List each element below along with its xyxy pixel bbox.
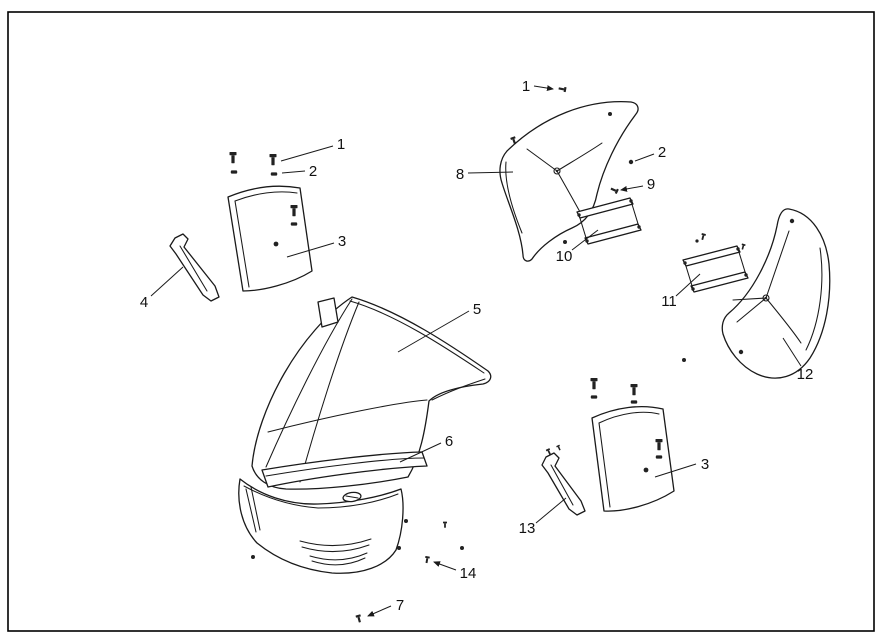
callout-label-3-left: 3 [338,233,346,250]
leader-line-13 [535,497,567,524]
callout-label-11: 11 [661,293,677,310]
washer-icon [655,455,663,459]
bolt-icon [630,384,638,396]
screw-dot-icon [695,239,699,243]
washer-icon [270,172,278,176]
part-lower-mask [238,478,404,574]
screw-dot-icon [397,546,401,550]
part-windshield-panel-left [227,185,313,292]
callout-label-14: 14 [460,565,477,582]
part-side-panel-top-right [499,101,639,262]
screw-icon [558,85,567,93]
screw-dot-icon [628,159,634,165]
leader-line-4 [150,266,184,297]
callout-label-10: 10 [556,248,573,265]
callout-label-13: 13 [519,520,536,537]
screw-icon [740,243,746,250]
callout-label-1-left: 1 [337,136,345,153]
bolt-icon [590,378,598,390]
leader-line-2-right [634,153,655,162]
screw-dot-icon [563,240,567,244]
part-h-bracket-11 [682,245,749,293]
callout-label-4: 4 [140,294,148,311]
bolt-icon [269,154,277,166]
callout-label-2-left: 2 [309,163,317,180]
leader-line-12 [782,337,802,367]
callout-label-7: 7 [396,597,404,614]
leader-line-5 [397,310,470,353]
bolt-icon [229,152,237,164]
screw-icon [443,521,447,528]
screw-dot-icon [682,358,686,362]
leader-line-6 [399,442,442,463]
leader-line-14 [433,561,457,571]
screw-icon [609,186,619,195]
callout-label-6: 6 [445,433,453,450]
callout-label-2-right: 2 [658,144,666,161]
callout-label-12: 12 [797,366,814,383]
washer-icon [630,400,638,404]
part-inner-panel [261,451,428,488]
part-h-bracket-10 [576,197,642,245]
leader-line-9 [620,185,644,192]
leader-line-3-right [654,463,697,478]
leader-line-8 [467,171,514,174]
leader-line-1-left [280,145,334,162]
part-side-panel-right [721,208,831,379]
callout-label-1-top: 1 [522,78,530,95]
part-bracket-stay-right [541,452,586,516]
screw-dot-icon [404,519,408,523]
diagram-border [7,11,875,632]
leader-line-10 [571,229,599,251]
screw-dot-icon [460,546,464,550]
leader-line-11 [675,273,701,297]
leader-line-3-left [286,242,335,258]
washer-icon [230,170,238,174]
washer-icon [590,395,598,399]
washer-icon [290,222,298,226]
callout-label-3-right: 3 [701,456,709,473]
leader-line-7 [367,605,392,617]
leader-line-2-left [281,170,306,174]
callout-label-9: 9 [647,176,655,193]
part-bracket-stay-left [169,233,220,302]
screw-icon [556,444,562,451]
screw-dot-icon [251,555,255,559]
leader-line-1-top [533,85,554,92]
screw-icon [355,614,363,623]
screw-icon [700,233,706,241]
callout-label-8: 8 [456,166,464,183]
screw-icon [424,555,430,564]
part-windshield-panel-right [591,406,675,512]
callout-label-5: 5 [473,301,481,318]
